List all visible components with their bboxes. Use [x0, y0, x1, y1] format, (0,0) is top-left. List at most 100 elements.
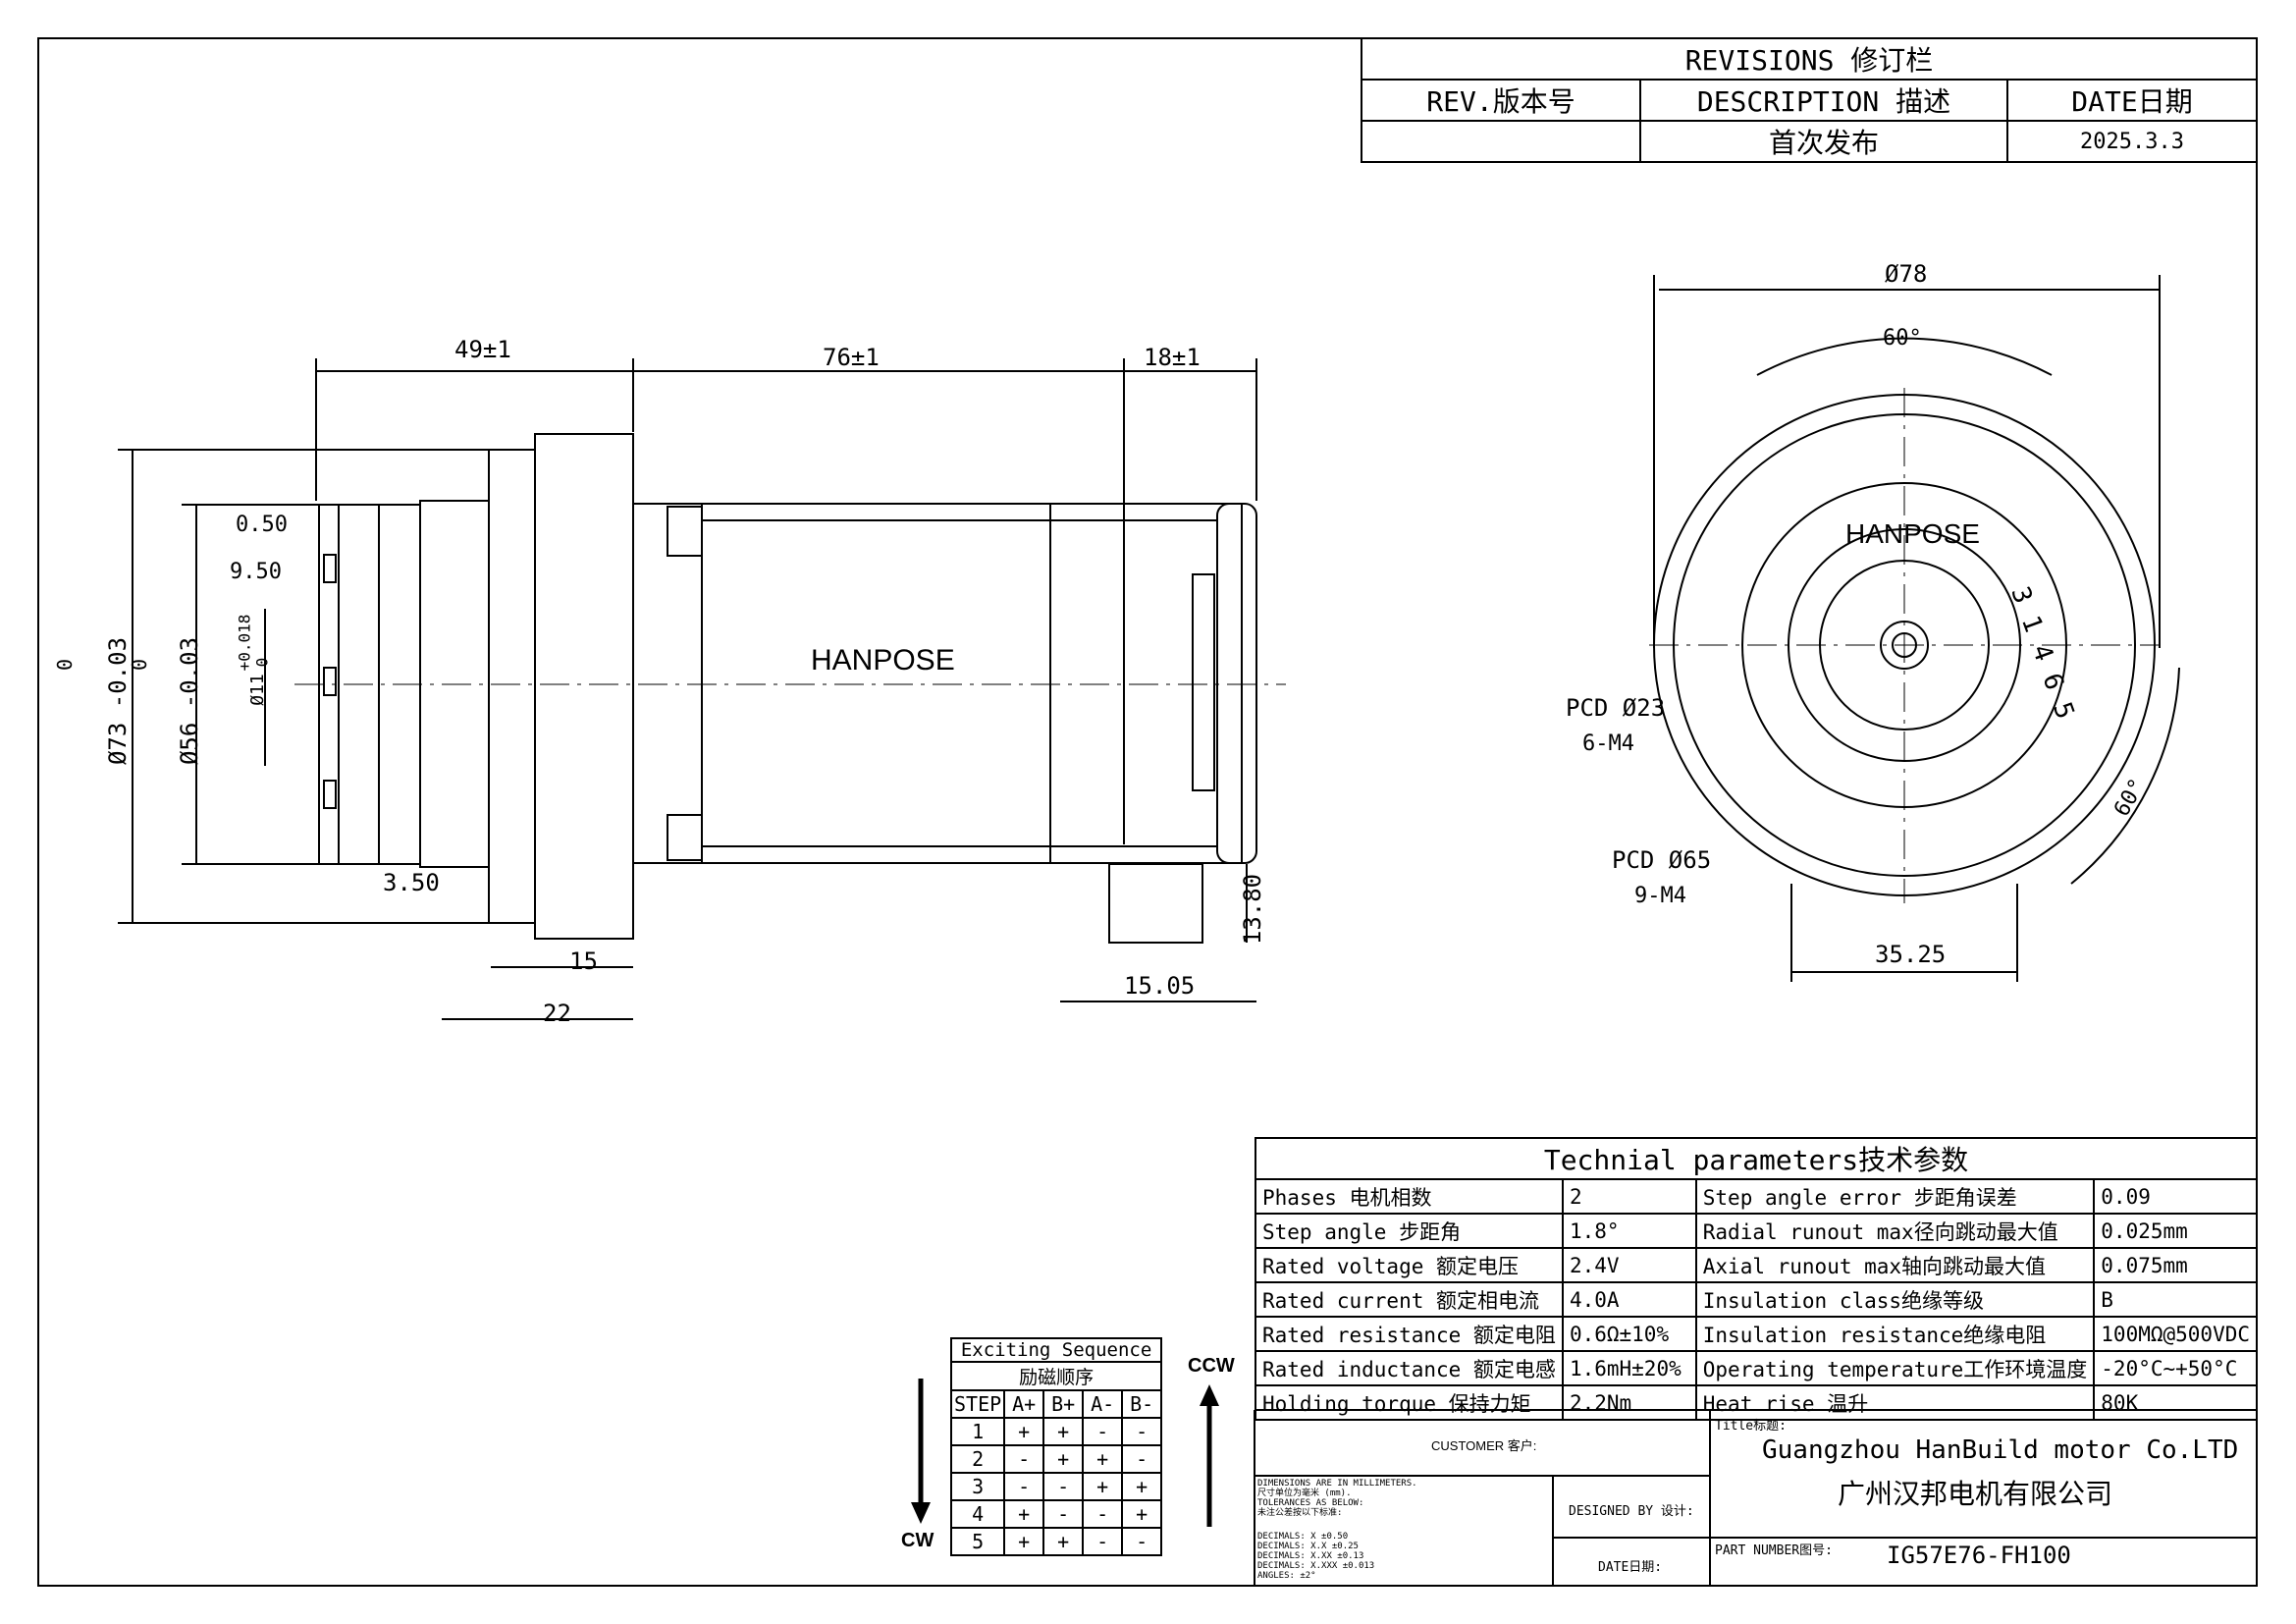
- drawing-frame: [37, 37, 2258, 1587]
- tolerance-notes: DIMENSIONS ARE IN MILLIMETERS. 尺寸单位为毫米 (…: [1257, 1479, 1417, 1581]
- seq-cell: -: [1082, 1499, 1124, 1529]
- sequence-title: Exciting Sequence: [949, 1337, 1163, 1363]
- note-line: DECIMALS: X.XXX ±0.013: [1257, 1561, 1375, 1571]
- seq-header: STEP: [949, 1389, 1006, 1419]
- seq-row: 1 + + - -: [949, 1417, 1163, 1446]
- param-value: B: [2093, 1281, 2258, 1318]
- seq-cell: -: [1003, 1472, 1045, 1501]
- param-name: Rated inductance 额定电感: [1255, 1350, 1564, 1386]
- revisions-title: REVISIONS 修订栏: [1361, 37, 2258, 81]
- param-row: Phases 电机相数 2 Step angle error 步距角误差 0.0…: [1255, 1178, 2258, 1215]
- seq-cell: +: [1042, 1527, 1085, 1556]
- pcd-65: PCD Ø65: [1612, 846, 1712, 874]
- parameters-table: Technial parameters技术参数 Phases 电机相数 2 St…: [1255, 1137, 2258, 1421]
- parameters-title: Technial parameters技术参数: [1255, 1137, 2258, 1180]
- note-line: 尺寸单位为毫米 (mm).: [1257, 1489, 1352, 1498]
- param-name: Rated current 额定相电流: [1255, 1281, 1564, 1318]
- customer-label: CUSTOMER 客户:: [1431, 1438, 1537, 1453]
- seq-header: B-: [1121, 1389, 1163, 1419]
- seq-header: B+: [1042, 1389, 1085, 1419]
- dim-11-tol-lower: 0: [252, 657, 272, 668]
- side-view: [118, 358, 1286, 1020]
- seq-cell: -: [1003, 1444, 1045, 1474]
- seq-row: 3 - - + +: [949, 1472, 1163, 1501]
- m4-9: 9-M4: [1634, 884, 1686, 908]
- date-header: DATE日期: [2006, 79, 2258, 122]
- seq-cell: 1: [949, 1417, 1006, 1446]
- front-view: [1649, 275, 2180, 982]
- company-name-en: Guangzhou HanBuild motor Co.LTD: [1762, 1435, 2239, 1465]
- cw-label: CW: [901, 1530, 934, 1551]
- param-value: 100MΩ@500VDC: [2093, 1316, 2258, 1352]
- angle-60-top: 60°: [1883, 326, 1922, 351]
- param-name: Phases 电机相数: [1255, 1178, 1564, 1215]
- dim-73: Ø73 -0.03: [104, 636, 133, 766]
- dim-76: 76±1: [823, 344, 880, 371]
- dim-11: Ø11: [246, 674, 268, 706]
- param-value: -20°C~+50°C: [2093, 1350, 2258, 1386]
- seq-cell: +: [1121, 1472, 1163, 1501]
- param-name: Rated resistance 额定电阻: [1255, 1316, 1564, 1352]
- param-name: Holding torque 保持力矩: [1255, 1384, 1564, 1421]
- param-value: 1.8°: [1561, 1213, 1697, 1249]
- dim-3-50: 3.50: [383, 869, 440, 896]
- param-name: Insulation class绝缘等级: [1694, 1281, 2096, 1318]
- param-name: Heat rise 温升: [1694, 1384, 2096, 1421]
- dim-18: 18±1: [1144, 344, 1201, 371]
- dim-0-50: 0.50: [236, 513, 288, 537]
- date-label: DATE日期:: [1598, 1560, 1663, 1575]
- param-value: 0.075mm: [2093, 1247, 2258, 1283]
- part-number-label: PART NUMBER图号:: [1715, 1543, 1833, 1558]
- seq-cell: -: [1082, 1417, 1124, 1446]
- dim-73-tol: 0: [53, 658, 78, 672]
- seq-cell: 3: [949, 1472, 1006, 1501]
- param-row: Holding torque 保持力矩 2.2Nm Heat rise 温升 8…: [1255, 1384, 2258, 1421]
- param-row: Rated resistance 额定电阻 0.6Ω±10% Insulatio…: [1255, 1316, 2258, 1352]
- front-brand: HANPOSE: [1845, 518, 1980, 549]
- note-line: 未注公差按以下标准:: [1257, 1508, 1343, 1518]
- dim-56-tol: 0: [128, 658, 152, 672]
- title-label: Title标题:: [1715, 1419, 1787, 1434]
- rev-cell: [1361, 120, 1641, 163]
- param-value: 4.0A: [1561, 1281, 1697, 1318]
- sequence-subtitle: 励磁顺序: [949, 1361, 1163, 1391]
- company-name-cn: 广州汉邦电机有限公司: [1838, 1478, 2113, 1510]
- pcd-23: PCD Ø23: [1566, 694, 1666, 722]
- ccw-label: CCW: [1188, 1355, 1235, 1377]
- param-name: Radial runout max径向跳动最大值: [1694, 1213, 2096, 1249]
- seq-cell: +: [1003, 1527, 1045, 1556]
- date-cell: 2025.3.3: [2006, 120, 2258, 163]
- dim-78: Ø78: [1885, 260, 1928, 288]
- description-header: DESCRIPTION 描述: [1639, 79, 2008, 122]
- param-value: 1.6mH±20%: [1561, 1350, 1697, 1386]
- seq-header: A-: [1082, 1389, 1124, 1419]
- seq-cell: +: [1082, 1472, 1124, 1501]
- description-cell: 首次发布: [1639, 120, 2008, 163]
- param-name: Axial runout max轴向跳动最大值: [1694, 1247, 2096, 1283]
- param-value: 80K: [2093, 1384, 2258, 1421]
- param-value: 2: [1561, 1178, 1697, 1215]
- seq-row: 5 + + - -: [949, 1527, 1163, 1556]
- dim-22: 22: [543, 1000, 571, 1027]
- gearbox-flange: [534, 433, 634, 940]
- seq-cell: -: [1121, 1527, 1163, 1556]
- flange-lip: [488, 449, 536, 924]
- seq-header: A+: [1003, 1389, 1045, 1419]
- note-line: ANGLES: ±2°: [1257, 1571, 1316, 1581]
- dim-49: 49±1: [454, 336, 511, 363]
- seq-cell: +: [1003, 1499, 1045, 1529]
- motor-body: [632, 503, 1243, 864]
- param-value: 2.2Nm: [1561, 1384, 1697, 1421]
- note-line: TOLERANCES AS BELOW:: [1257, 1498, 1364, 1508]
- note-line: DECIMALS: X ±0.50: [1257, 1532, 1349, 1542]
- seq-row: 4 + - - +: [949, 1499, 1163, 1529]
- seq-cell: +: [1082, 1444, 1124, 1474]
- designed-by-label: DESIGNED BY 设计:: [1569, 1504, 1694, 1519]
- dim-15-05: 15.05: [1124, 972, 1196, 1000]
- note-line: DECIMALS: X.XX ±0.13: [1257, 1551, 1364, 1561]
- seq-cell: 4: [949, 1499, 1006, 1529]
- part-number: IG57E76-FH100: [1887, 1542, 2071, 1569]
- seq-cell: +: [1121, 1499, 1163, 1529]
- m4-6: 6-M4: [1582, 731, 1634, 756]
